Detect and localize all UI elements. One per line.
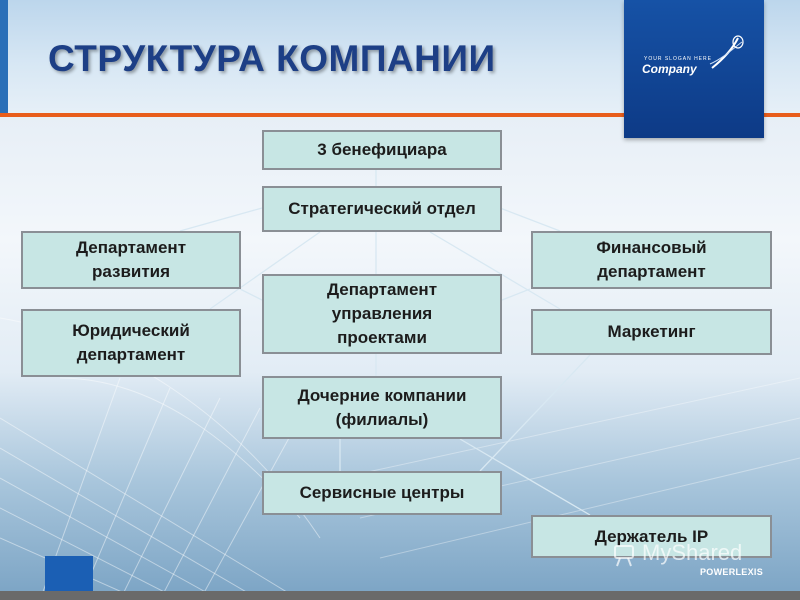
node-beneficiaries: 3 бенефициара [262,130,502,170]
connector-line [479,354,591,472]
node-strategic-department: Стратегический отдел [262,186,502,232]
connector-line [179,207,263,232]
company-logo: YOUR SLOGAN HERE Company [624,0,764,138]
node-development-department: Департамент развития [21,231,241,289]
watermark-icon [614,545,634,567]
watermark-text: MyShared [642,540,743,565]
node-project-management-department: Департамент управления проектами [262,274,502,354]
logo-swoosh-icon [709,35,744,69]
logo-wordmark: Company [642,62,697,76]
connector-line [499,207,561,232]
connector-line [239,288,263,301]
connector-line [209,231,321,310]
bottom-bar [0,591,800,600]
node-ip-holder: Держатель IP [531,515,772,558]
header-divider-line [0,113,800,117]
node-subsidiaries: Дочерние компании (филиалы) [262,376,502,439]
connector-line [459,438,591,516]
node-service-centers: Сервисные центры [262,471,502,515]
logo-slogan: YOUR SLOGAN HERE [644,56,712,62]
background-building-art [0,317,800,600]
node-financial-department: Финансовый департамент [531,231,772,289]
slide-title: СТРУКТУРА КОМПАНИИ [48,38,496,79]
node-legal-department: Юридический департамент [21,309,241,377]
footer-brand: POWERLEXIS [700,567,764,577]
corner-decoration [45,556,93,592]
node-marketing: Маркетинг [531,309,772,355]
connector-line [429,231,561,310]
header-accent-bar [0,0,8,116]
connector-line [501,288,531,301]
